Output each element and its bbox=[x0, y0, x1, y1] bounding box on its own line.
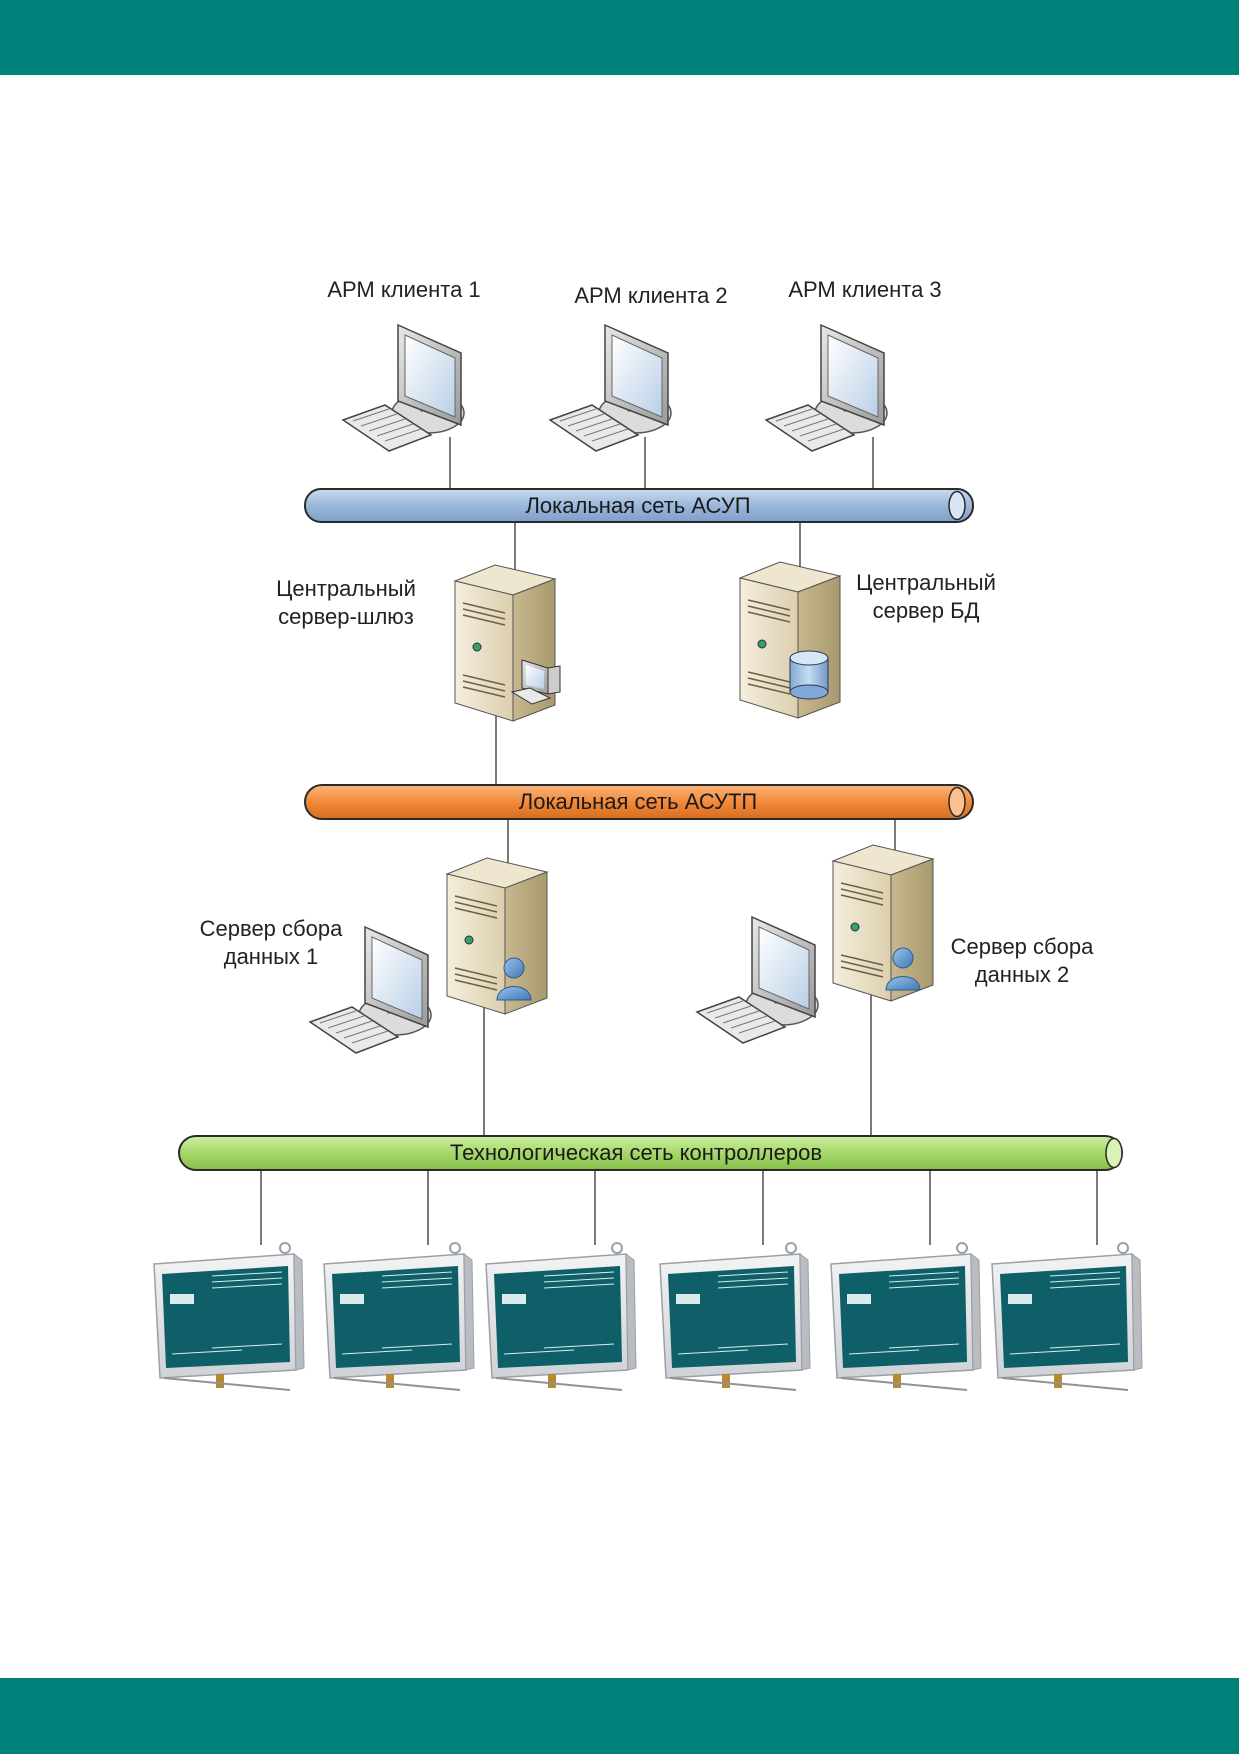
server-label: Центральный bbox=[276, 576, 416, 601]
server-label: сервер-шлюз bbox=[278, 604, 414, 629]
header-band bbox=[0, 0, 1239, 75]
network-label: Локальная сеть АСУТП bbox=[519, 789, 757, 814]
server-label: данных 2 bbox=[975, 962, 1070, 987]
workstation-icon bbox=[549, 324, 672, 452]
workstation-label: АРМ клиента 1 bbox=[327, 277, 480, 302]
connection-lines bbox=[260, 437, 1098, 1245]
controller-icon bbox=[153, 1242, 305, 1391]
controller-icon bbox=[830, 1242, 982, 1391]
server-label: Сервер сбора bbox=[200, 916, 343, 941]
collection-server-icon bbox=[446, 857, 548, 1015]
network-asup: Локальная сеть АСУП bbox=[304, 488, 974, 523]
server-label: Центральный bbox=[856, 570, 996, 595]
user-icon bbox=[496, 957, 532, 1001]
server-label: данных 1 bbox=[224, 944, 319, 969]
workstation-icon bbox=[765, 324, 888, 452]
central-gateway-server: Центральный сервер-шлюз bbox=[276, 564, 561, 722]
workstation-label: АРМ клиента 2 bbox=[574, 283, 727, 308]
server-label: сервер БД bbox=[873, 598, 980, 623]
workstation-icon bbox=[342, 324, 465, 452]
database-cylinder-icon bbox=[789, 650, 829, 700]
network-controllers: Технологическая сеть контроллеров bbox=[178, 1135, 1123, 1171]
collection-server-1: Сервер сбора данных 1 bbox=[200, 857, 548, 1054]
controllers bbox=[153, 1242, 1143, 1391]
collection-server-icon bbox=[832, 844, 934, 1002]
workstation-1: АРМ клиента 1 bbox=[327, 277, 481, 452]
network-label: Локальная сеть АСУП bbox=[525, 493, 750, 518]
network-asutp: Локальная сеть АСУТП bbox=[304, 784, 974, 820]
controller-icon bbox=[991, 1242, 1143, 1391]
collection-server-2: Сервер сбора данных 2 bbox=[696, 844, 1094, 1044]
user-icon bbox=[885, 947, 921, 991]
server-label: Сервер сбора bbox=[951, 934, 1094, 959]
workstation-icon bbox=[309, 926, 432, 1054]
workstation-label: АРМ клиента 3 bbox=[788, 277, 941, 302]
network-label: Технологическая сеть контроллеров bbox=[450, 1140, 822, 1165]
controller-icon bbox=[323, 1242, 475, 1391]
footer-band bbox=[0, 1678, 1239, 1754]
controller-icon bbox=[485, 1242, 637, 1391]
workstation-3: АРМ клиента 3 bbox=[765, 277, 942, 452]
small-workstation-icon bbox=[510, 659, 561, 705]
workstation-icon bbox=[696, 916, 819, 1044]
central-database-server: Центральный сервер БД bbox=[739, 561, 996, 719]
controller-icon bbox=[659, 1242, 811, 1391]
workstation-2: АРМ клиента 2 bbox=[549, 283, 728, 452]
